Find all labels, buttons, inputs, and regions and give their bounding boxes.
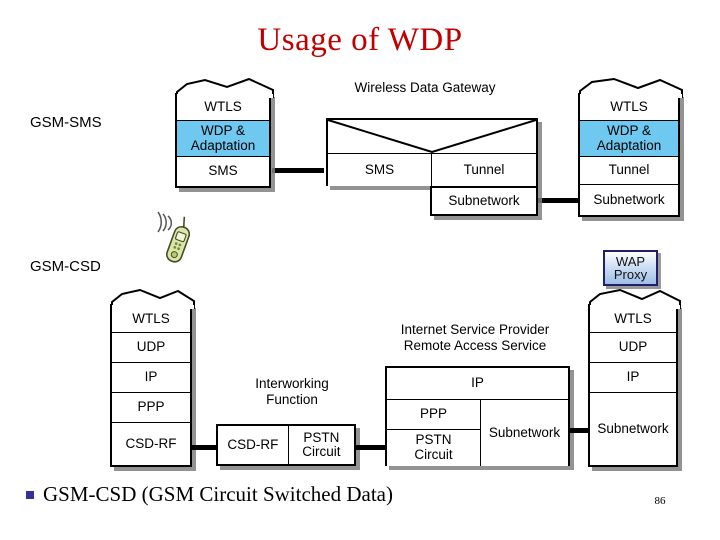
ragged-top-edge-icon [176,78,274,98]
wireless-data-gateway-caption: Wireless Data Gateway [354,80,496,95]
bullet-square-icon [26,490,34,499]
page-title: Usage of WDP [257,22,463,58]
gateway-top-chevron-area [327,119,537,154]
bullet-row: GSM-CSD (GSM Circuit Switched Data) [26,482,666,507]
gateway-chevron-icon [327,119,537,153]
iwf-row: CSD-RF PSTN Circuit [218,426,354,464]
isp-cell-ppp: PPP [387,400,481,430]
iwf-pstn-line1: PSTN [303,429,340,445]
layer-wtls: WTLS [112,306,190,333]
csd-client-stack: WTLS UDP IP PPP CSD-RF [110,289,195,467]
layer-wtls: WTLS [177,95,269,121]
gateway-cell-sms: SMS [328,154,432,186]
iwf-caption-line2: Function [266,391,318,407]
iwf-box: CSD-RF PSTN Circuit [216,424,356,466]
ragged-top-edge-icon [589,289,681,309]
ragged-top-edge-icon [111,289,195,309]
gsm-csd-row-label: GSM-CSD [30,258,101,275]
connector-csd-client-iwf [192,445,216,450]
iwf-cell-csd-rf: CSD-RF [218,426,289,464]
layer-ip: IP [590,363,676,393]
wireless-data-gateway-box: SMS Tunnel [326,118,538,186]
layer-wtls: WTLS [580,95,678,121]
connector-isp-proxy [570,428,592,433]
layer-wdp-line2: Adaptation [190,137,256,153]
iwf-caption-line1: Interworking [255,376,329,391]
layer-udp: UDP [590,333,676,363]
iwf-caption: Interworking Function [232,376,352,408]
layer-subnetwork: Subnetwork [580,185,678,215]
gateway-cell-subnetwork: Subnetwork [432,188,536,214]
isp-lower-row: PPP PSTN Circuit Subnetwork [387,400,568,466]
iwf-pstn-line2: Circuit [302,444,341,459]
layer-wdp-line2: Adaptation [596,137,662,153]
gsm-sms-row-label: GSM-SMS [30,114,102,131]
wap-proxy-line2: Proxy [613,267,648,282]
gateway-cell-tunnel: Tunnel [432,154,536,186]
ragged-top-edge-icon [579,78,683,98]
layer-wdp-line1: WDP & [200,123,245,139]
isp-cell-subnetwork: Subnetwork [481,400,568,466]
connector-gateway-proxy-sms [537,198,585,203]
gateway-cell-subnetwork-box: Subnetwork [430,186,538,216]
isp-caption-line2: Remote Access Service [403,337,547,353]
layer-subnetwork: Subnetwork [590,393,676,465]
layer-ip: IP [112,363,190,393]
layer-csd-rf: CSD-RF [112,423,190,465]
isp-caption-line1: Internet Service Provider [400,322,550,337]
bullet-text: GSM-CSD (GSM Circuit Switched Data) [43,482,393,506]
isp-pstn-line2: Circuit [414,446,453,462]
gateway-bottom-row: SMS Tunnel [328,154,536,186]
iwf-cell-pstn-circuit: PSTN Circuit [288,426,354,464]
sms-client-stack: WTLS WDP & Adaptation SMS [175,78,274,188]
page-number: 86 [654,495,666,507]
isp-left-column: PPP PSTN Circuit [387,400,482,466]
layer-wdp-line1: WDP & [606,123,651,139]
layer-wdp-adaptation: WDP & Adaptation [177,121,269,157]
isp-pstn-line1: PSTN [415,432,452,448]
isp-caption: Internet Service Provider Remote Access … [375,322,575,354]
layer-tunnel: Tunnel [580,157,678,185]
mobile-phone-icon [146,208,210,272]
layer-wtls: WTLS [590,306,676,333]
isp-cell-ip: IP [387,368,568,400]
wap-proxy-line1: WAP [615,253,646,269]
layer-wdp-adaptation: WDP & Adaptation [580,121,678,157]
layer-ppp: PPP [112,393,190,423]
wap-proxy-badge[interactable]: WAP Proxy [603,250,658,286]
isp-box: IP PPP PSTN Circuit Subnetwork [385,366,570,466]
csd-proxy-stack: WTLS UDP IP Subnetwork [588,289,681,467]
connector-sms-client-gateway [272,168,324,173]
layer-udp: UDP [112,333,190,363]
isp-cell-pstn-circuit: PSTN Circuit [387,430,481,465]
sms-proxy-stack: WTLS WDP & Adaptation Tunnel Subnetwork [578,78,683,217]
layer-sms: SMS [177,157,269,186]
connector-iwf-isp [356,445,385,450]
